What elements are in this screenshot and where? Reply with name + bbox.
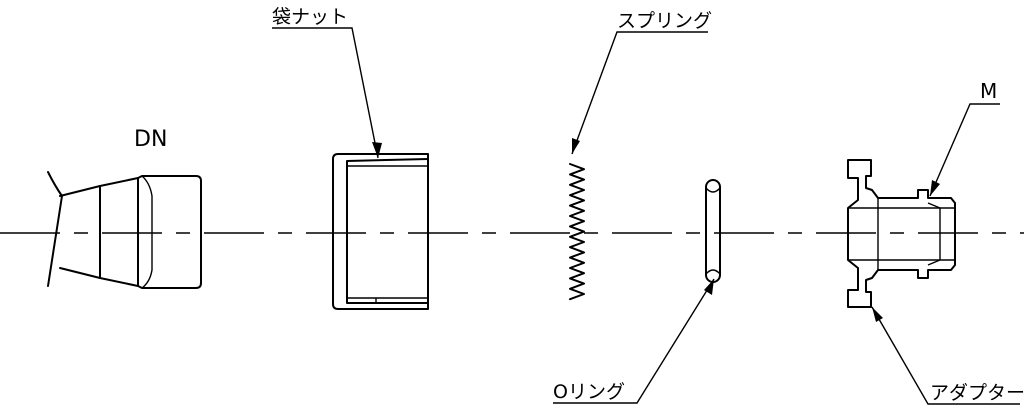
label-nut: 袋ナット (272, 6, 348, 28)
cap-nut-part (332, 153, 429, 310)
o-ring-bottom-curve (705, 269, 721, 275)
adapter-taper-top (927, 202, 941, 209)
leader-m (929, 103, 1000, 197)
label-m: M (980, 79, 997, 103)
adapter-part (847, 159, 956, 308)
leader-m-arrow (930, 180, 940, 196)
o-ring-top-curve (705, 187, 721, 193)
leader-nut (272, 27, 379, 159)
hose-end-part (47, 171, 202, 289)
label-adapter: アダプター (930, 382, 1024, 404)
hose-fitting-outline (59, 175, 202, 289)
label-dn: DN (134, 127, 167, 152)
cap-nut-outline (332, 153, 429, 310)
leader-adapter (871, 306, 1020, 405)
cap-nut-inner-wall (346, 158, 429, 304)
leader-oring (553, 278, 715, 404)
label-spring: スプリング (617, 10, 712, 32)
o-ring-part (705, 179, 721, 283)
leader-adapter-arrow (872, 307, 883, 322)
adapter-outline (847, 159, 956, 308)
hose-fitting-bevel (141, 175, 153, 289)
leader-nut-arrow (372, 142, 382, 158)
leader-spring (571, 31, 708, 155)
adapter-taper-bottom (927, 259, 941, 266)
o-ring-body (705, 179, 721, 283)
leader-spring-arrow (572, 138, 580, 154)
label-oring: Oリング (553, 381, 625, 403)
spring-coil (569, 163, 585, 301)
leader-oring-arrow (704, 279, 714, 295)
spring-part (569, 163, 585, 301)
